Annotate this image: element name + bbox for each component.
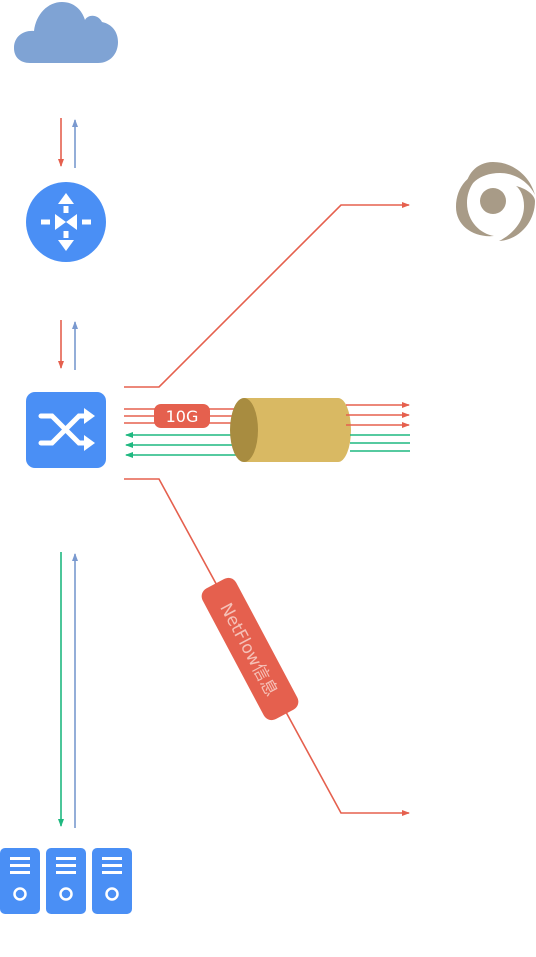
router-icon (26, 182, 106, 262)
spiral-icon (456, 162, 535, 241)
bandwidth-label: 10G (166, 407, 199, 426)
link-cylinder (230, 398, 351, 462)
server-icon (0, 848, 40, 914)
mirror-link-upper (124, 202, 410, 388)
bandwidth-badge: 10G (154, 404, 210, 428)
netflow-badge: NetFlow信息 (201, 577, 299, 721)
switch-icon (26, 392, 106, 468)
server-icon (92, 848, 132, 914)
cloud-icon (14, 2, 118, 63)
server-icon (46, 848, 86, 914)
